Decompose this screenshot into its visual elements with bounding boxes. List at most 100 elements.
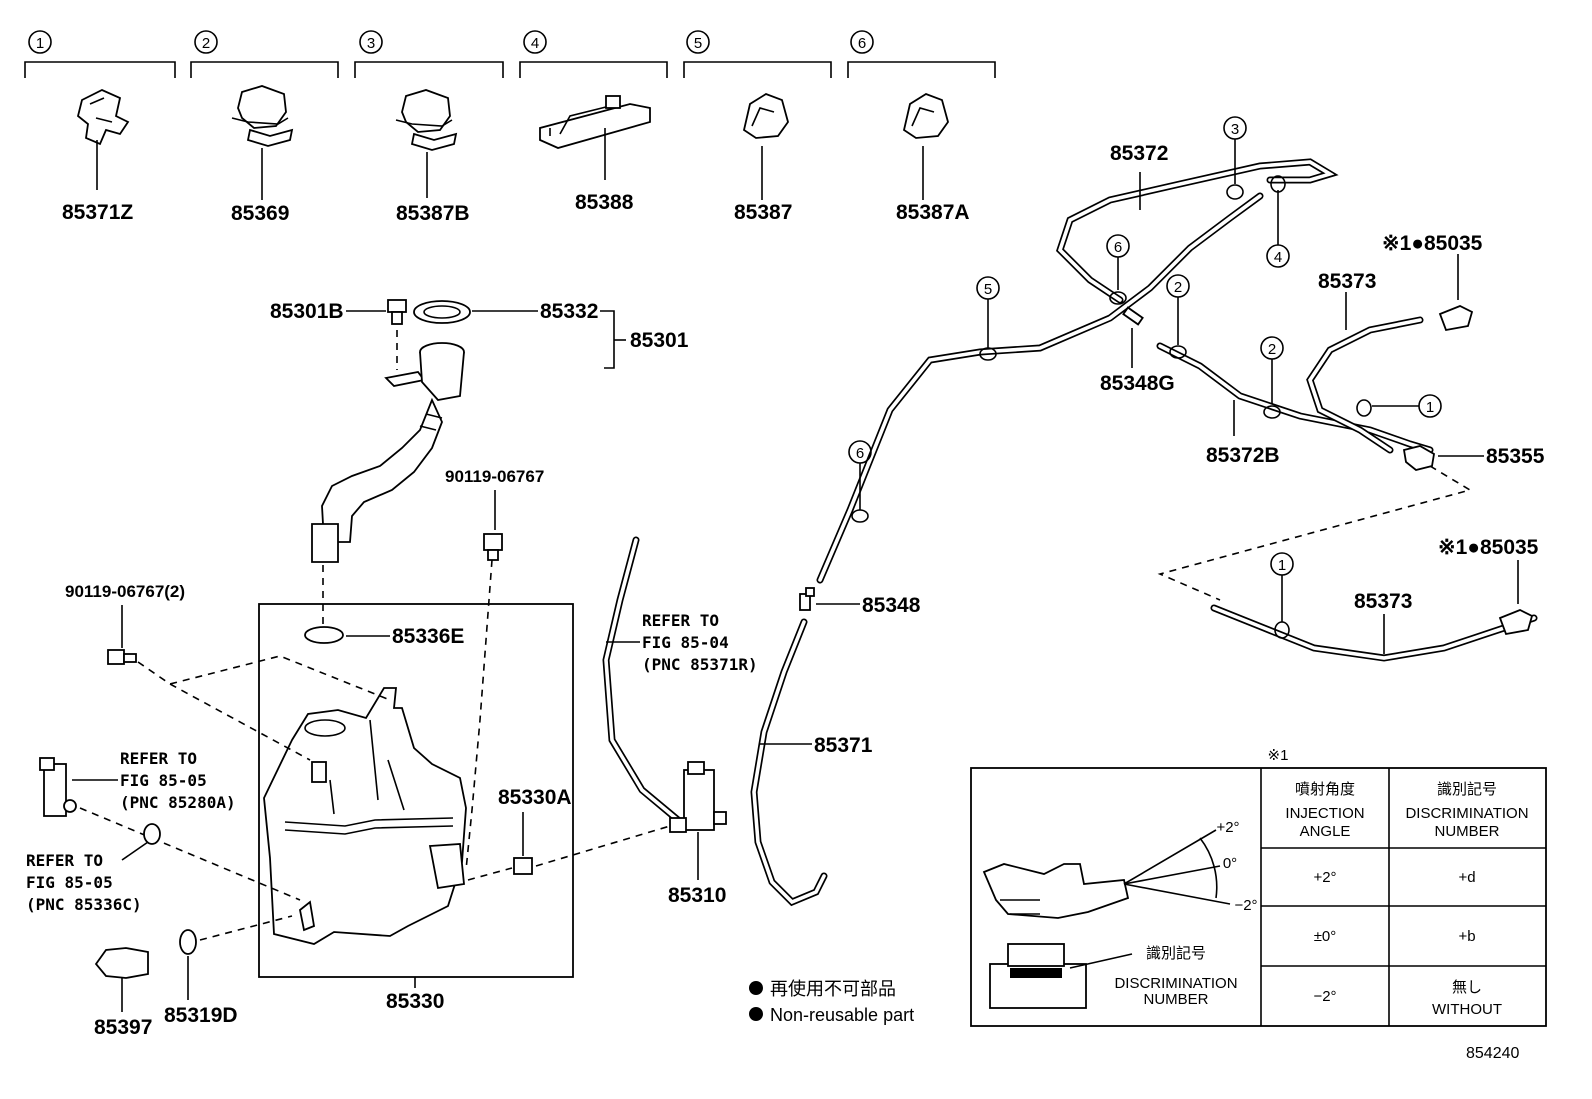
refer-label-85371R-line2: FIG 85-04 — [642, 633, 729, 652]
part-label-85369: 85369 — [231, 202, 289, 225]
part-label-85387B: 85387B — [396, 202, 470, 225]
header-disc-en2: NUMBER — [1434, 823, 1499, 840]
washer-tank-85330-icon — [263, 687, 467, 945]
sensor-85397-icon — [94, 947, 149, 979]
joint-85348G-icon — [1122, 306, 1144, 326]
clip-85388-icon — [539, 95, 651, 149]
svg-text:1: 1 — [1278, 557, 1286, 574]
clip-group-5: 5 85387 — [683, 30, 832, 224]
tank-group-box — [258, 603, 574, 978]
joint-85355-icon — [1402, 445, 1435, 471]
ident-jp: 識別記号 — [1146, 945, 1206, 962]
angle-zero-label: 0° — [1223, 855, 1237, 872]
row1-angle: +2° — [1313, 869, 1336, 886]
filler-neck-assembly: 85301B 85332 85301 — [270, 299, 689, 630]
row3-angle: −2° — [1313, 988, 1336, 1005]
discrimination-part-illustration — [989, 943, 1087, 1009]
part-label-90119-06767-2: 90119-06767(2) — [65, 582, 185, 601]
part-label-85371Z: 85371Z — [62, 201, 133, 224]
clip-group-4: 4 85388 — [519, 30, 668, 214]
row3-disc2: WITHOUT — [1432, 1001, 1502, 1018]
legend-en: Non-reusable part — [770, 1005, 914, 1025]
part-label-85035-upper: ※1●85035 — [1382, 232, 1483, 255]
table-note: ※1 — [1268, 747, 1289, 764]
angle-minus-label: −2° — [1234, 897, 1257, 914]
svg-text:2: 2 — [1174, 279, 1182, 296]
grommet-85330A-icon — [513, 857, 533, 875]
cap-seal-85332-icon — [413, 300, 471, 324]
row2-disc: +b — [1458, 928, 1475, 945]
svg-text:3: 3 — [367, 35, 375, 52]
refer-label-85371R-line3: (PNC 85371R) — [642, 655, 758, 674]
refer-label-85280A-line3: (PNC 85280A) — [120, 793, 236, 812]
svg-text:6: 6 — [1114, 239, 1122, 256]
legend: 再使用不可部品 Non-reusable part — [749, 979, 914, 1025]
nozzle-spray-illustration — [982, 829, 1231, 919]
part-label-85035-lower: ※1●85035 — [1438, 536, 1539, 559]
part-label-85336E: 85336E — [392, 625, 464, 648]
svg-text:3: 3 — [1231, 121, 1239, 138]
angle-plus-label: +2° — [1216, 819, 1239, 836]
svg-text:4: 4 — [1274, 249, 1282, 266]
part-label-85387A: 85387A — [896, 201, 970, 224]
svg-text:2: 2 — [1268, 341, 1276, 358]
cap-85301B-icon — [387, 299, 407, 325]
filler-neck-85301-icon — [311, 342, 465, 563]
part-label-85373-lower: 85373 — [1354, 590, 1412, 613]
header-disc-jp: 識別記号 — [1437, 781, 1497, 798]
washer-pump-assembly: REFER TO FIG 85-04 (PNC 85371R) 85310 — [535, 536, 758, 907]
part-label-85301B: 85301B — [270, 300, 344, 323]
legend-jp: 再使用不可部品 — [770, 979, 896, 999]
hose-routing: 85348 85371 6 5 85372 3 4 6 — [750, 116, 1545, 907]
clip-group-2: 2 85369 — [190, 30, 339, 225]
diagram-code: 854240 — [1466, 1045, 1519, 1062]
svg-text:1: 1 — [1426, 399, 1434, 416]
part-label-85387: 85387 — [734, 201, 792, 224]
svg-text:6: 6 — [856, 445, 864, 462]
header-angle-jp: 噴射角度 — [1295, 781, 1355, 798]
svg-text:4: 4 — [531, 35, 539, 52]
clip-groups: 1 85371Z 2 85369 3 — [24, 30, 996, 225]
joint-85348-icon — [799, 587, 815, 611]
part-label-85397: 85397 — [94, 1016, 152, 1039]
clip-85369-icon — [231, 85, 294, 147]
washer-pump-85310-icon — [669, 761, 727, 833]
ident-en1: DISCRIMINATION — [1114, 975, 1237, 992]
part-label-85373-upper: 85373 — [1318, 270, 1376, 293]
part-label-85330A: 85330A — [498, 786, 572, 809]
part-label-85330: 85330 — [386, 990, 444, 1013]
part-label-85310: 85310 — [668, 884, 726, 907]
part-label-85371: 85371 — [814, 734, 873, 757]
non-reusable-bullet-icon — [749, 981, 763, 995]
part-label-85372: 85372 — [1110, 142, 1168, 165]
svg-text:2: 2 — [202, 35, 210, 52]
nozzle-85035-upper-icon — [1438, 305, 1474, 332]
refer-label-85280A-line1: REFER TO — [120, 749, 197, 768]
refer-label-85371R-line1: REFER TO — [642, 611, 719, 630]
part-label-85301: 85301 — [630, 329, 689, 352]
grommet-85319D-icon — [179, 929, 197, 955]
header-angle-en1: INJECTION — [1285, 805, 1364, 822]
part-label-85388: 85388 — [575, 191, 634, 214]
header-disc-en1: DISCRIMINATION — [1405, 805, 1528, 822]
ident-en2: NUMBER — [1143, 991, 1208, 1008]
row1-disc: +d — [1458, 869, 1475, 886]
clip-group-number: 1 — [36, 35, 44, 52]
fasteners: 90119-06767 90119-06767(2) REFER TO FIG … — [26, 467, 572, 1039]
injection-angle-table: ※1 噴射角度 INJECTION ANGLE 識別記号 DISCRIMINAT… — [970, 747, 1547, 1027]
non-reusable-bullet-icon — [749, 1007, 763, 1021]
refer-label-85336C-line2: FIG 85-05 — [26, 873, 113, 892]
clip-group-3: 3 85387B — [354, 30, 504, 225]
bolt-90119-2-icon — [107, 649, 137, 665]
refer-label-85336C-line1: REFER TO — [26, 851, 103, 870]
header-angle-en2: ANGLE — [1300, 823, 1351, 840]
part-label-85319D: 85319D — [164, 1004, 238, 1027]
clip-85387-icon — [742, 93, 789, 139]
clip-group-1: 1 85371Z — [24, 30, 176, 224]
svg-text:6: 6 — [858, 35, 866, 52]
row3-disc: 無し — [1452, 979, 1482, 996]
clip-group-6: 6 85387A — [847, 30, 996, 224]
part-label-85355: 85355 — [1486, 445, 1545, 468]
washer-tank-assembly: 85336E 85330 — [258, 603, 574, 1013]
